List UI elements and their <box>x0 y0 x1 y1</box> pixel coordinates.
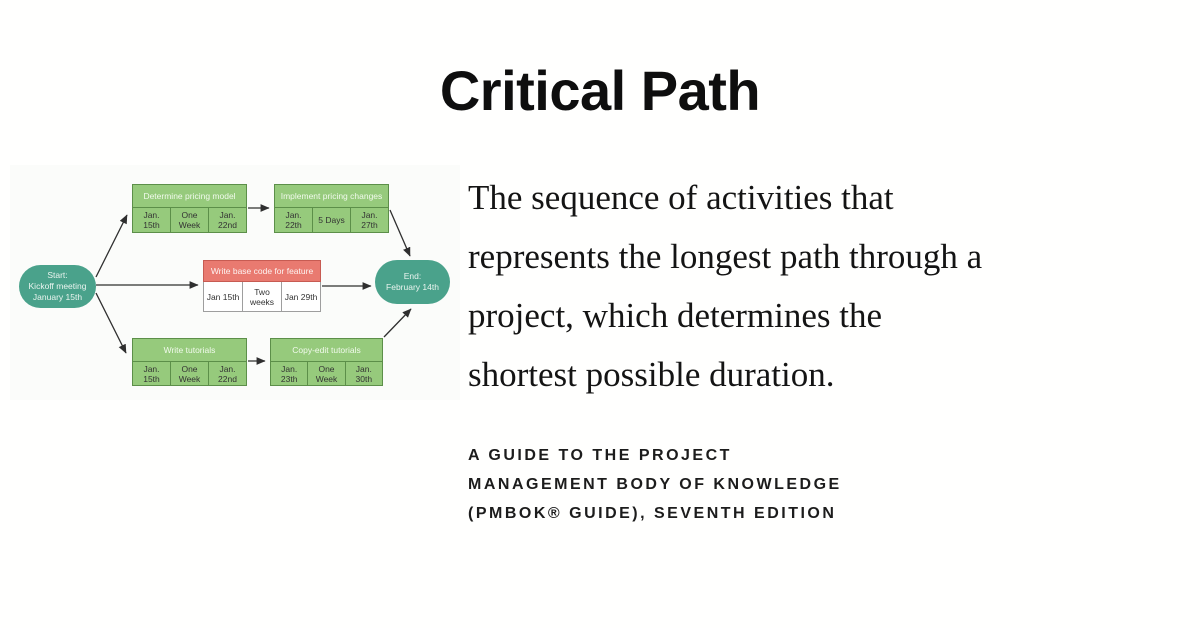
citation-line: MANAGEMENT BODY OF KNOWLEDGE <box>468 476 842 493</box>
citation-line: (PMBOK® GUIDE), SEVENTH EDITION <box>468 505 837 522</box>
task-start-date: Jan. 22th <box>285 210 302 230</box>
page-title: Critical Path <box>439 59 761 122</box>
edge-arrow-start-to-determine <box>95 214 128 278</box>
definition-line: The sequence of activities that <box>468 178 894 217</box>
task-write-base-code-for-feature: Write base code for feature Jan 15th Two… <box>203 260 321 312</box>
task-cells: Jan. 23th One Week Jan. 30th <box>271 362 382 385</box>
task-title: Copy-edit tutorials <box>271 339 382 362</box>
task-copy-edit-tutorials: Copy-edit tutorials Jan. 23th One Week J… <box>270 338 383 386</box>
task-implement-pricing-changes: Implement pricing changes Jan. 22th 5 Da… <box>274 184 389 233</box>
task-end-date: Jan. 30th <box>344 362 382 385</box>
task-duration: One Week <box>170 208 208 232</box>
end-node-line: February 14th <box>386 282 439 292</box>
task-write-tutorials: Write tutorials Jan. 15th One Week Jan. … <box>132 338 247 386</box>
end-node-line: End: <box>403 271 422 281</box>
task-duration: One Week <box>307 362 344 385</box>
task-end-date: Jan. 22nd <box>208 362 246 385</box>
task-start-date: Jan. 15th <box>143 210 160 230</box>
task-title: Write tutorials <box>133 339 246 362</box>
task-end-date: Jan. 22nd <box>208 208 246 232</box>
start-node-line: January 15th <box>32 292 83 302</box>
citation-line: A GUIDE TO THE PROJECT <box>468 447 732 464</box>
definition-text: The sequence of activities that represen… <box>468 168 1168 404</box>
task-start-date: Jan. 15th <box>143 363 160 384</box>
start-node: Start: Kickoff meeting January 15th <box>19 265 96 308</box>
task-title: Determine pricing model <box>133 185 246 208</box>
task-end-date: Jan. 27th <box>350 208 388 232</box>
start-node-line: Start: <box>47 270 68 280</box>
citation-text: A GUIDE TO THE PROJECT MANAGEMENT BODY O… <box>468 441 1028 528</box>
task-cells: Jan 15th Two weeks Jan 29th <box>204 282 320 311</box>
end-node: End: February 14th <box>375 260 450 304</box>
task-cells: Jan. 22th 5 Days Jan. 27th <box>275 208 388 232</box>
task-start-date: Jan 15th <box>204 282 242 311</box>
task-cells: Jan. 15th One Week Jan. 22nd <box>133 208 246 232</box>
definition-line: project, which determines the <box>468 296 883 335</box>
start-node-line: Kickoff meeting <box>28 281 87 291</box>
task-title: Write base code for feature <box>203 260 321 282</box>
task-determine-pricing-model: Determine pricing model Jan. 15th One We… <box>132 184 247 233</box>
definition-line: represents the longest path through a <box>468 237 983 276</box>
diagram-arrows <box>95 204 412 365</box>
critical-path-diagram: Start: Kickoff meeting January 15th Dete… <box>10 165 460 400</box>
task-duration: 5 Days <box>312 208 350 232</box>
edge-arrow-copyedit-to-end <box>383 308 412 338</box>
task-title: Implement pricing changes <box>275 185 388 208</box>
task-start-date: Jan. 23th <box>280 363 298 384</box>
definition-line: shortest possible duration. <box>468 355 835 394</box>
task-end-date: Jan 29th <box>281 282 320 311</box>
edge-arrow-implement-to-end <box>389 209 411 257</box>
edge-arrow-start-to-tutorials <box>95 292 127 354</box>
task-duration: One Week <box>170 362 208 385</box>
task-duration: Two weeks <box>242 282 281 311</box>
task-cells: Jan. 15th One Week Jan. 22nd <box>133 362 246 385</box>
